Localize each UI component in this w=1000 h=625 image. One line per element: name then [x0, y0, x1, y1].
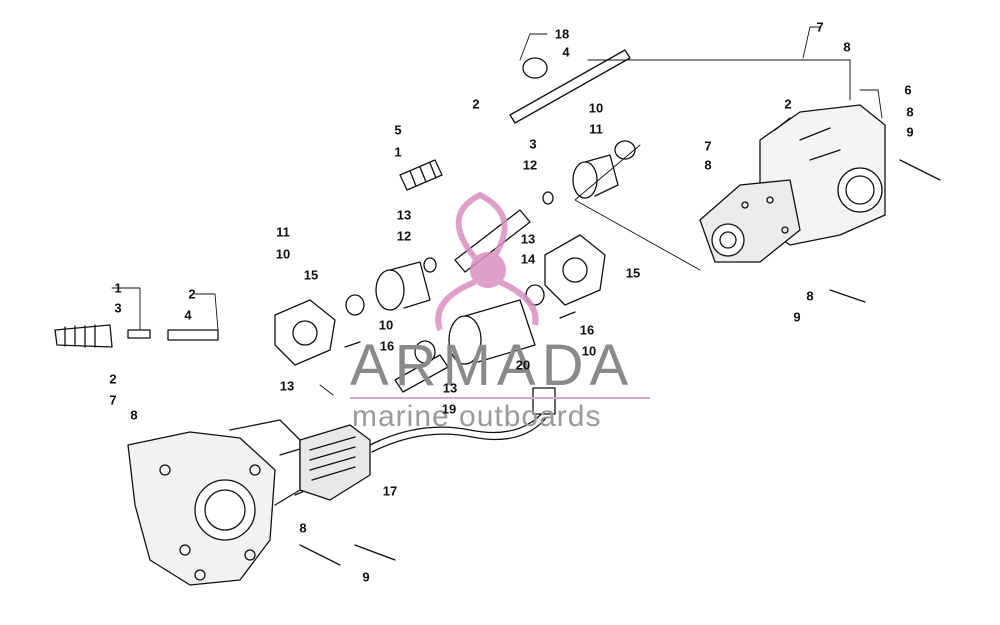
callout-9b: 9 [793, 309, 801, 325]
bolts [299, 159, 941, 566]
callout-17: 17 [382, 483, 398, 499]
watermark-tagline: marine outboards [352, 400, 602, 433]
drive-shafts [127, 49, 631, 393]
callout-9: 9 [906, 124, 914, 140]
callout-2: 2 [472, 96, 480, 112]
front-gear-housing [127, 419, 331, 586]
callout-8e: 8 [130, 407, 138, 423]
callout-12: 12 [522, 157, 538, 173]
callout-4: 4 [562, 44, 570, 60]
callout-8b: 8 [906, 104, 914, 120]
watermark-brand: ARMADA [350, 333, 635, 398]
callout-10: 10 [588, 100, 604, 116]
callout-6: 6 [904, 82, 912, 98]
callout-16: 16 [579, 322, 595, 338]
callout-1b: 1 [114, 280, 122, 296]
callout-13c: 13 [279, 378, 295, 394]
callout-9c: 9 [362, 569, 370, 585]
actuator-motor [299, 387, 556, 501]
rear-gear-housing [699, 104, 886, 263]
callout-13d: 13 [442, 380, 458, 396]
leader-lines [111, 26, 883, 396]
watermark-divider [350, 397, 650, 399]
callout-13: 13 [396, 207, 412, 223]
callout-1: 1 [394, 144, 402, 160]
callout-2d: 2 [109, 371, 117, 387]
watermark-logo-icon [435, 191, 539, 331]
callout-13b: 13 [520, 231, 536, 247]
callout-20: 20 [515, 357, 531, 373]
callout-8c: 8 [704, 157, 712, 173]
callout-3b: 3 [114, 300, 122, 316]
rubber-boots [54, 159, 443, 348]
callout-7: 7 [816, 19, 824, 35]
callout-2b: 2 [784, 96, 792, 112]
callout-8: 8 [843, 39, 851, 55]
callout-11b: 11 [276, 224, 290, 240]
callout-12b: 12 [396, 228, 412, 244]
callout-15b: 15 [625, 265, 641, 281]
callout-19: 19 [441, 401, 457, 417]
callout-14: 14 [520, 251, 536, 267]
callout-10b: 10 [275, 246, 291, 262]
callout-16b: 16 [379, 338, 395, 354]
callout-8d: 8 [806, 288, 814, 304]
callout-15: 15 [303, 267, 319, 283]
callout-8f: 8 [299, 520, 307, 536]
callout-5: 5 [394, 122, 402, 138]
callout-2c: 2 [188, 286, 196, 302]
callout-7b: 7 [704, 138, 712, 154]
callout-3: 3 [529, 136, 537, 152]
callout-4b: 4 [184, 307, 192, 323]
callout-10c: 10 [581, 343, 597, 359]
callout-18: 18 [554, 26, 570, 42]
flange-plates [274, 234, 606, 366]
callout-10d: 10 [378, 317, 394, 333]
callout-7c: 7 [109, 392, 117, 408]
callout-11: 11 [589, 121, 603, 137]
